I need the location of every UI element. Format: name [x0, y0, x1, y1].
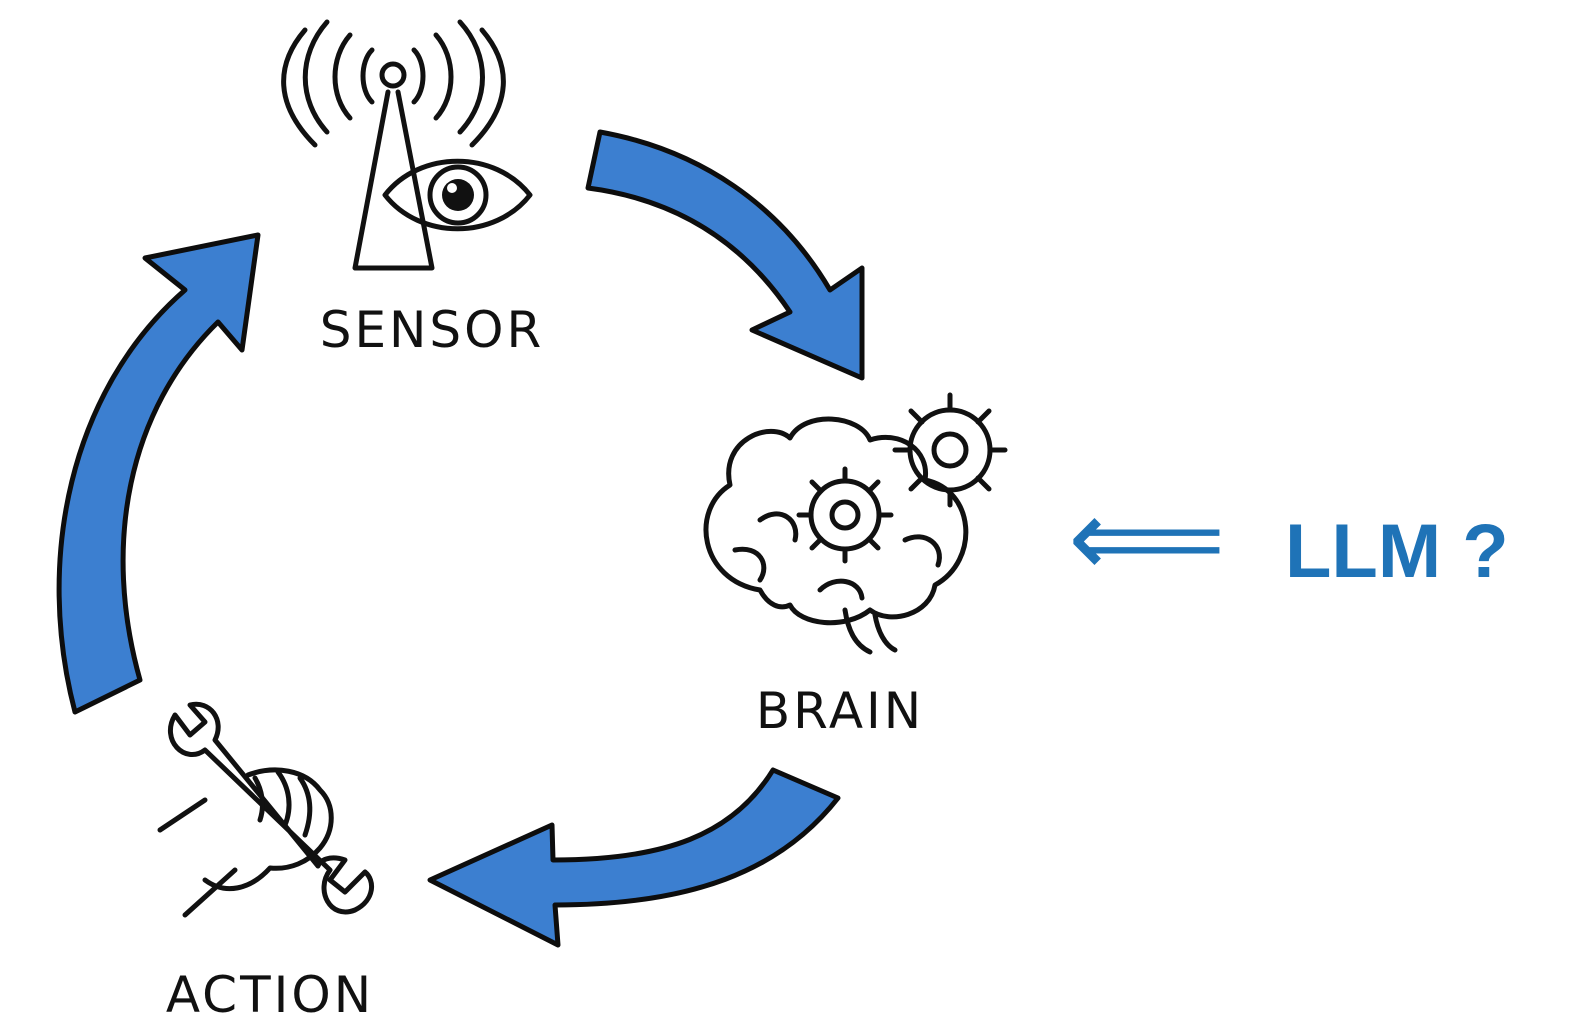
hand-wrench-icon — [157, 701, 375, 918]
cycle-arrow-sensor-to-brain — [585, 129, 865, 381]
cycle-arrow-brain-to-action — [427, 767, 841, 948]
sensor-label: SENSOR — [320, 301, 545, 359]
llm-question-label: LLM ? — [1285, 509, 1509, 594]
brain-gears-icon — [703, 392, 1008, 655]
annotation-arrow-icon: ⟸ — [1068, 474, 1226, 602]
antenna-eye-icon — [281, 19, 533, 271]
action-label: ACTION — [166, 966, 374, 1023]
cycle-arrow-action-to-sensor — [56, 232, 261, 715]
brain-label: BRAIN — [756, 682, 924, 740]
